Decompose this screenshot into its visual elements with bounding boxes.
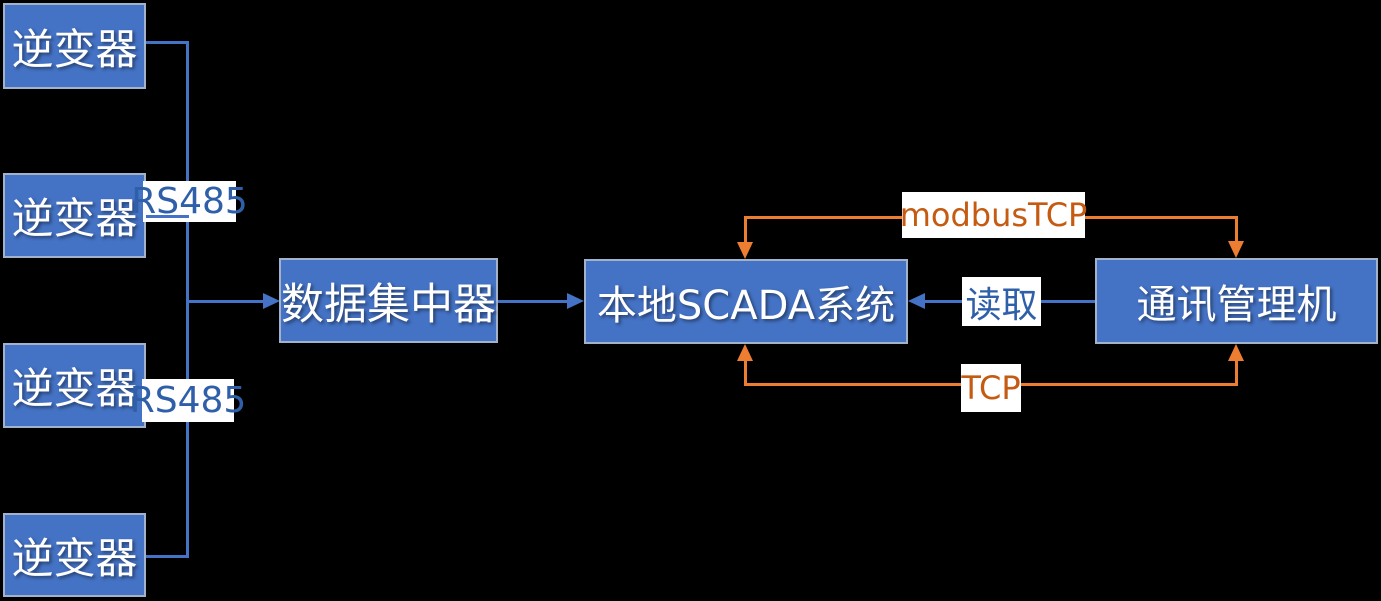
modbus-right-vertical-line bbox=[1235, 216, 1238, 244]
bus-to-concentrator-line bbox=[186, 300, 264, 303]
node-inverter-2-label: 逆变器 bbox=[11, 194, 138, 243]
node-inverter-3: 逆变器 bbox=[3, 343, 146, 428]
edge-label-rs485-bottom: RS485 bbox=[130, 379, 246, 422]
tcp-right-arrowhead-icon bbox=[1228, 344, 1244, 361]
concentrator-to-scada-arrowhead-icon bbox=[567, 293, 584, 309]
node-inverter-4-label: 逆变器 bbox=[11, 533, 138, 583]
edge-label-read-text: 读取 bbox=[965, 284, 1038, 326]
modbus-right-arrowhead-icon bbox=[1228, 241, 1244, 258]
edge-label-tcp-text: TCP bbox=[961, 369, 1021, 407]
node-inverter-4: 逆变器 bbox=[3, 513, 146, 597]
node-local-scada-label: 本地SCADA系统 bbox=[596, 282, 896, 329]
edge-label-read: 读取 bbox=[962, 277, 1041, 326]
node-comm-gateway-label: 通讯管理机 bbox=[1136, 282, 1337, 328]
tcp-left-vertical-line bbox=[744, 360, 747, 386]
node-data-concentrator: 数据集中器 bbox=[279, 258, 498, 343]
inverter4-connector-line bbox=[146, 555, 189, 558]
node-inverter-1-label: 逆变器 bbox=[11, 24, 138, 74]
node-local-scada: 本地SCADA系统 bbox=[584, 259, 908, 344]
modbus-left-arrowhead-icon bbox=[737, 242, 753, 259]
node-comm-gateway: 通讯管理机 bbox=[1095, 258, 1378, 344]
node-inverter-2: 逆变器 bbox=[3, 173, 146, 258]
node-data-concentrator-label: 数据集中器 bbox=[281, 279, 496, 330]
edge-label-tcp: TCP bbox=[961, 364, 1021, 412]
edge-label-rs485-bottom-text: RS485 bbox=[129, 380, 247, 421]
bus-to-concentrator-arrowhead-icon bbox=[263, 293, 280, 309]
modbus-left-vertical-line bbox=[744, 216, 747, 245]
edge-label-modbustcp: modbusTCP bbox=[899, 192, 1088, 238]
edge-label-modbustcp-text: modbusTCP bbox=[899, 196, 1088, 234]
inverter1-connector-line bbox=[146, 41, 189, 44]
node-inverter-1: 逆变器 bbox=[3, 3, 146, 89]
tcp-left-arrowhead-icon bbox=[737, 344, 753, 361]
node-inverter-3-label: 逆变器 bbox=[11, 364, 138, 413]
inverter2-connector-line bbox=[146, 215, 189, 218]
read-arrowhead-icon bbox=[908, 293, 925, 309]
tcp-right-vertical-line bbox=[1235, 360, 1238, 386]
concentrator-to-scada-line bbox=[498, 300, 570, 303]
